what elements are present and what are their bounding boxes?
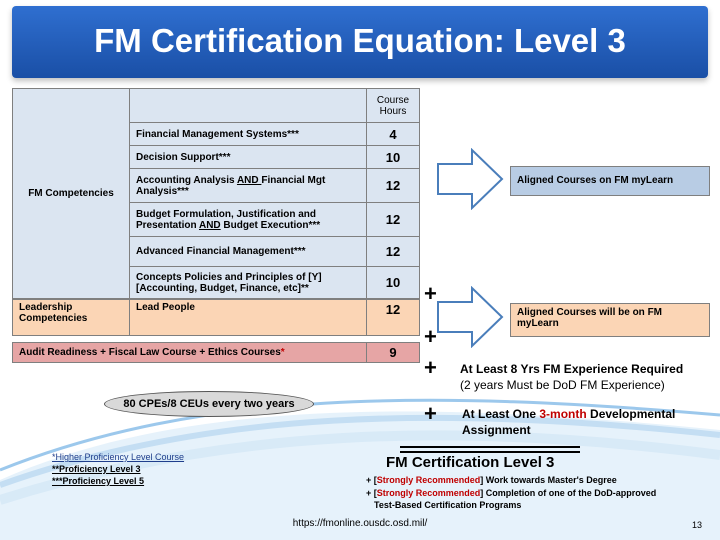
course-cell: Concepts Policies and Principles of [Y] … (129, 266, 367, 299)
level-title: FM Certification Level 3 (386, 454, 555, 471)
course-cell: Decision Support*** (129, 145, 367, 169)
footnotes: *Higher Proficiency Level Course **Profi… (52, 451, 184, 487)
hours-cell: 10 (366, 145, 420, 169)
leadership-table: Leadership Competencies Lead People 12 (12, 299, 420, 336)
hours-cell: 10 (366, 266, 420, 299)
hours-cell: 12 (366, 236, 420, 267)
footnote-level-5: ***Proficiency Level 5 (52, 476, 145, 486)
title-rule (400, 451, 580, 453)
cpe-requirement-oval: 80 CPEs/8 CEUs every two years (104, 391, 314, 417)
fm-competencies-table: FM Competencies Course Hours Financial M… (12, 88, 420, 299)
fm-competencies-label: FM Competencies (12, 88, 130, 299)
course-cell: Advanced Financial Management*** (129, 236, 367, 267)
title-banner: FM Certification Equation: Level 3 (12, 6, 708, 78)
footnote-level-3: **Proficiency Level 3 (52, 464, 141, 474)
background-wave (0, 398, 720, 540)
recommendation-certification: + [Strongly Recommended] Completion of o… (366, 488, 657, 510)
audit-course-cell: Audit Readiness + Fiscal Law Course + Et… (12, 342, 367, 363)
recommendation-masters: + [Strongly Recommended] Work towards Ma… (366, 475, 617, 485)
audit-table: Audit Readiness + Fiscal Law Course + Et… (12, 342, 420, 363)
course-cell: Budget Formulation, Justification and Pr… (129, 202, 367, 237)
leadership-label: Leadership Competencies (12, 299, 130, 336)
plus-sign: + (424, 324, 437, 349)
title-rule (400, 446, 580, 448)
audit-hours-cell: 9 (366, 342, 420, 363)
page-title: FM Certification Equation: Level 3 (94, 22, 626, 59)
aligned-courses-future-box: Aligned Courses will be on FM myLearn (510, 303, 710, 337)
course-cell: Accounting Analysis AND Financial Mgt An… (129, 168, 367, 203)
course-hours-header: Course Hours (366, 88, 420, 123)
page-number: 13 (691, 520, 702, 530)
plus-sign: + (424, 281, 437, 306)
plus-sign: + (424, 401, 437, 426)
footnote-higher-proficiency: *Higher Proficiency Level Course (52, 452, 185, 462)
course-cell: Financial Management Systems*** (129, 122, 367, 146)
lead-hours-cell: 12 (366, 299, 420, 336)
plus-sign: + (424, 355, 437, 380)
right-arrow-icon (437, 286, 504, 348)
header-empty-cell (129, 88, 367, 123)
footer-url: https://fmonline.ousdc.osd.mil/ (292, 518, 428, 529)
aligned-courses-box: Aligned Courses on FM myLearn (510, 166, 710, 196)
hours-cell: 12 (366, 202, 420, 237)
right-arrow-icon (437, 148, 504, 210)
experience-requirement: At Least 8 Yrs FM Experience Required (2… (460, 362, 684, 392)
hours-cell: 4 (366, 122, 420, 146)
lead-course-cell: Lead People (129, 299, 367, 336)
hours-cell: 12 (366, 168, 420, 203)
assignment-requirement: At Least One 3-month Developmental Assig… (462, 407, 676, 437)
